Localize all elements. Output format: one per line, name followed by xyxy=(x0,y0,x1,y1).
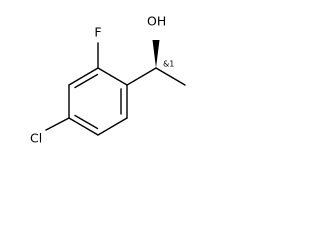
ring-bond-c5-c6 xyxy=(97,117,128,136)
fluorine-label: F xyxy=(94,25,101,40)
stereo-wedge-bond xyxy=(152,40,160,68)
ring-bond-c4-c5 xyxy=(68,117,99,136)
chlorine-label: Cl xyxy=(30,131,42,146)
hydroxyl-label: OH xyxy=(147,14,166,29)
bond-c4-chlorine xyxy=(45,117,70,131)
bond-c1-chiral-carbon xyxy=(126,67,157,86)
ring-bond-c2-c3 xyxy=(68,67,99,86)
ring-double-bond-c2-c3 xyxy=(74,73,99,89)
ring-double-bond-c4-c5 xyxy=(74,114,99,130)
stereo-descriptor: &1 xyxy=(163,60,174,69)
ring-bond-c1-c2 xyxy=(97,67,128,86)
chemical-structure: OH F Cl &1 xyxy=(30,14,186,146)
benzene-ring xyxy=(68,67,128,136)
bond-chiral-carbon-methyl xyxy=(155,67,186,86)
